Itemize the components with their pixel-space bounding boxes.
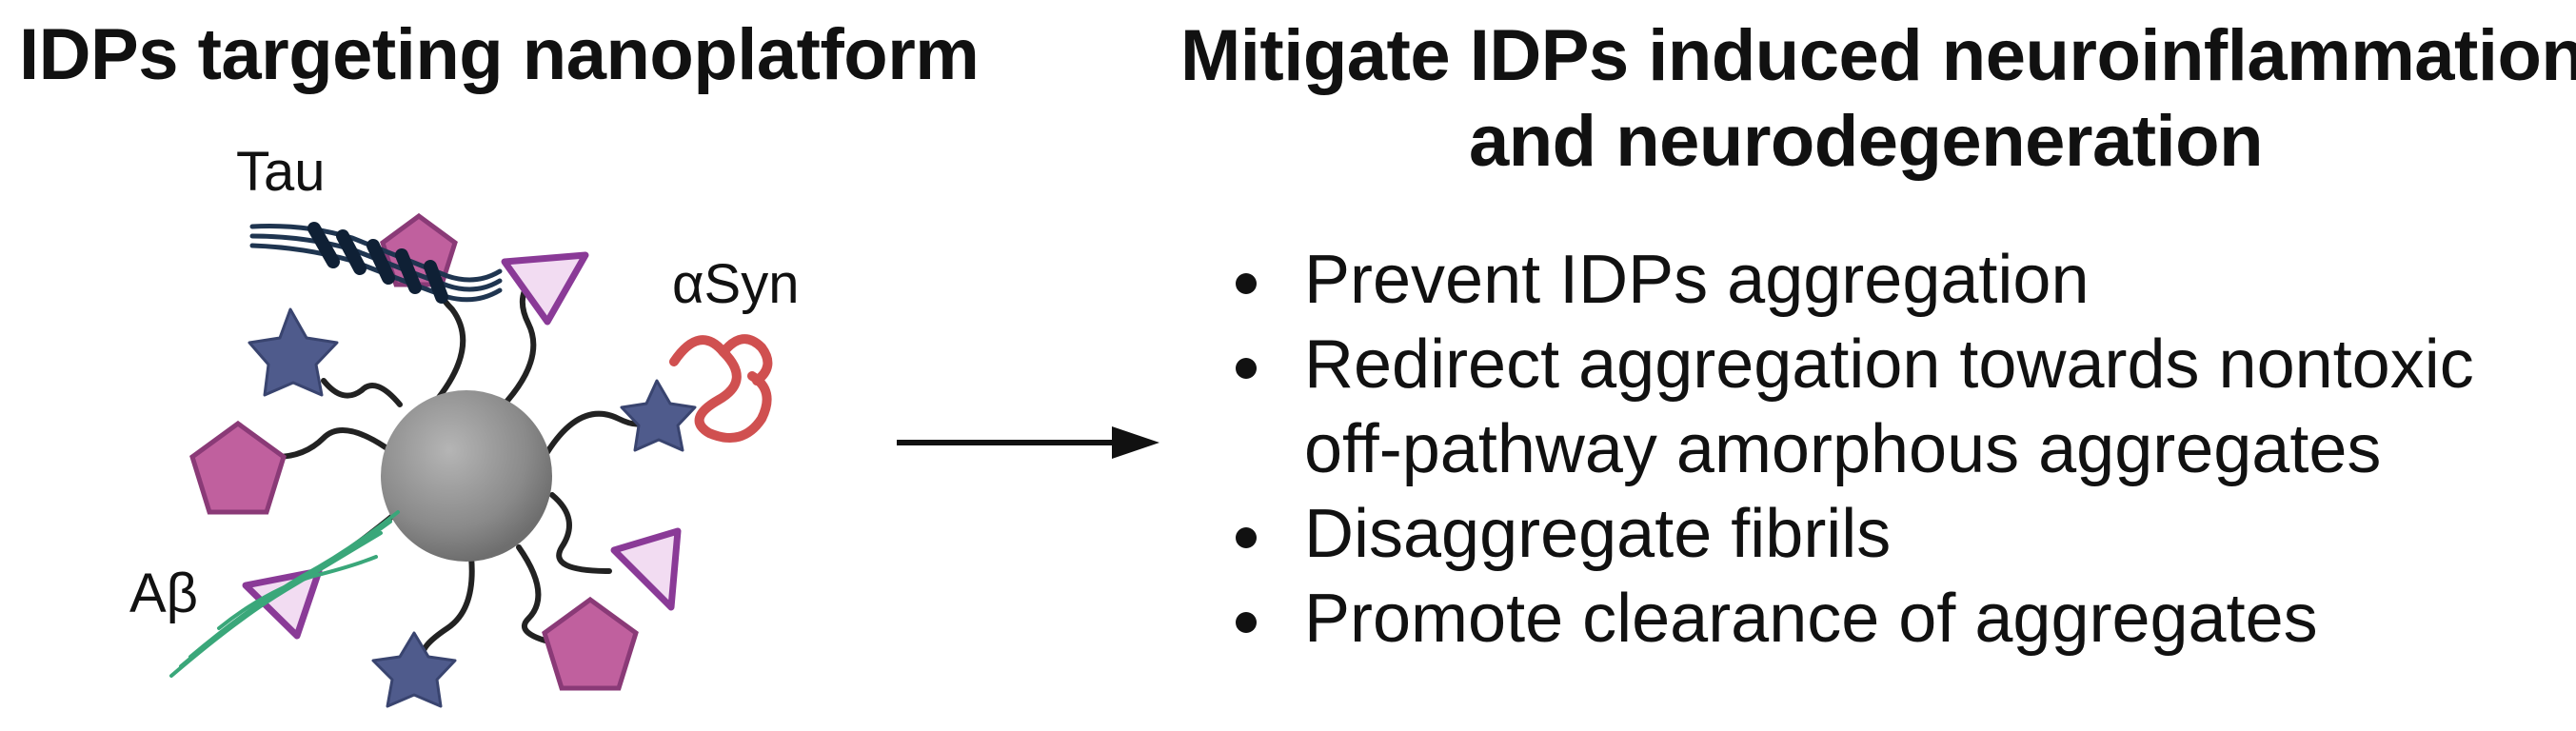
pentagon-ligand [542, 596, 639, 691]
list-item-text: Redirect aggregation towards nontoxic [1304, 326, 2474, 403]
panel-title-right: Mitigate IDPs induced neuroinflammation … [1180, 13, 2576, 184]
pentagon-ligand [189, 420, 287, 515]
list-item: Prevent IDPs aggregation [1228, 238, 2474, 323]
nanoparticle-core [381, 390, 552, 562]
triangle-ligand [610, 527, 682, 611]
triangle-ligand [242, 567, 323, 640]
list-item-text: Disaggregate fibrils [1304, 496, 1892, 572]
label-abeta: Aβ [129, 563, 198, 624]
tau-fibril [249, 222, 503, 304]
star-ligand [620, 379, 697, 452]
tether [516, 544, 555, 645]
list-item: Disaggregate fibrils [1228, 492, 2474, 577]
label-tau: Tau [236, 141, 326, 203]
tether [273, 427, 388, 460]
list-item-text: Prevent IDPs aggregation [1304, 242, 2090, 318]
tether [420, 554, 475, 660]
abeta-fibril [169, 510, 400, 678]
asyn-protein [669, 334, 773, 443]
right-arrow [897, 426, 1159, 459]
panel-title-left: IDPs targeting nanoplatform [19, 14, 980, 95]
panel-title-right-line2: and neurodegeneration [1468, 100, 2264, 182]
panel-title-right-line1: Mitigate IDPs induced neuroinflammation [1180, 15, 2576, 96]
star-ligand [371, 631, 457, 708]
tether [321, 378, 403, 407]
triangle-ligand [501, 251, 589, 326]
outcome-list: Prevent IDPs aggregation Redirect aggreg… [1228, 238, 2474, 662]
list-item: Redirect aggregation towards nontoxic of… [1228, 323, 2474, 492]
list-item-text: Promote clearance of aggregates [1304, 581, 2318, 657]
star-ligand [248, 307, 339, 397]
label-asyn: αSyn [672, 253, 799, 315]
tether [549, 492, 612, 574]
list-item-text-continuation: off-pathway amorphous aggregates [1304, 411, 2382, 487]
list-item: Promote clearance of aggregates [1228, 577, 2474, 662]
nanoplatform-illustration: Tau αSyn Aβ [129, 141, 799, 708]
